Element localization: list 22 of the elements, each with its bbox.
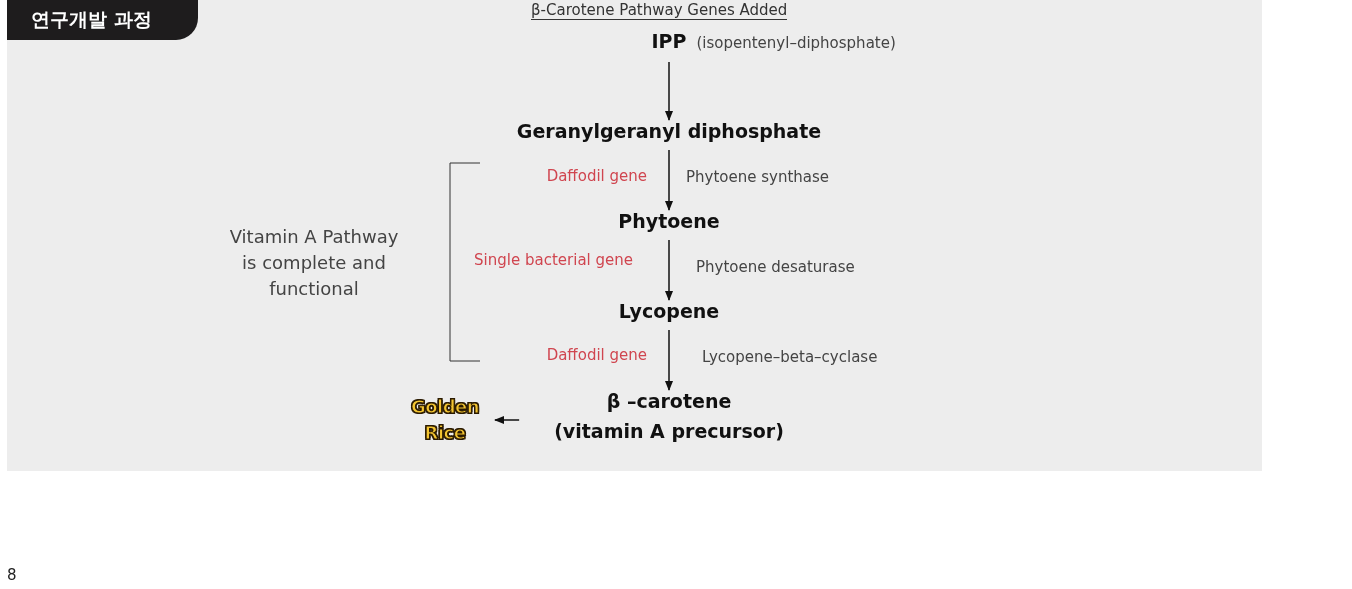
title-tab: 연구개발 과정 bbox=[7, 0, 198, 40]
product-label: Golden Rice bbox=[405, 394, 485, 446]
pathway-note: Vitamin A Pathway is complete and functional bbox=[228, 225, 400, 301]
enzyme-label: Lycopene–beta–cyclase bbox=[702, 348, 878, 366]
arrow bbox=[665, 239, 673, 301]
heading-underlined: β-Carotene Pathway Genes Added bbox=[531, 1, 788, 20]
arrow bbox=[494, 416, 520, 424]
gene-label: Single bacterial gene bbox=[474, 251, 633, 269]
compound-label: Geranylgeranyl diphosphate bbox=[516, 116, 822, 146]
gene-label: Daffodil gene bbox=[546, 346, 647, 364]
enzyme-label: Phytoene desaturase bbox=[696, 258, 855, 276]
gene-label: Daffodil gene bbox=[546, 167, 647, 185]
enzyme-label: Phytoene synthase bbox=[686, 168, 830, 186]
compound-label: Lycopene bbox=[618, 296, 720, 326]
arrow bbox=[665, 61, 673, 121]
compound-label: Phytoene bbox=[618, 206, 720, 236]
compound-label: β –carotene (vitamin A precursor) bbox=[554, 386, 784, 446]
compound-note: (isopentenyl–diphosphate) bbox=[696, 34, 896, 52]
page-number: 8 bbox=[7, 566, 17, 584]
compound-label: IPP (isopentenyl–diphosphate) bbox=[651, 26, 896, 58]
arrow bbox=[665, 149, 673, 211]
arrow bbox=[665, 329, 673, 391]
